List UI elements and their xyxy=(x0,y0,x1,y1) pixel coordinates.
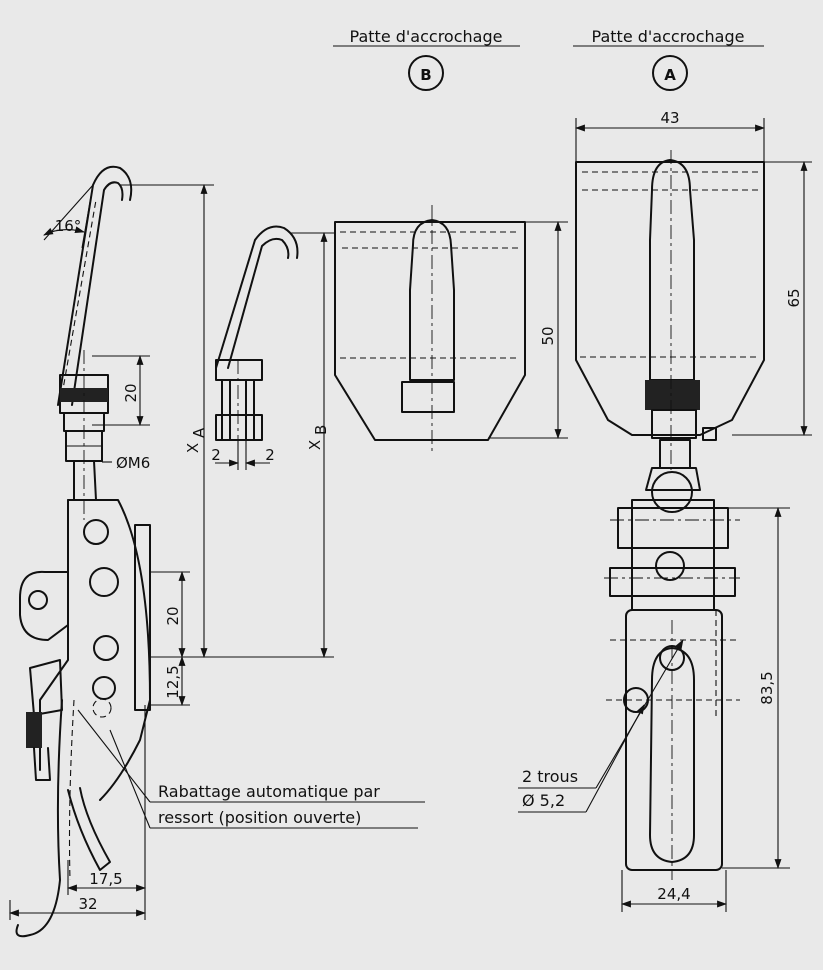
holes-note-line2: Ø 5,2 xyxy=(522,791,565,810)
header-b: Patte d'accrochage B xyxy=(333,27,520,91)
xb-label: X xyxy=(306,440,324,450)
side-hole-3 xyxy=(93,635,119,661)
front-lower-body xyxy=(625,609,723,871)
plate-b: 50 xyxy=(334,205,568,455)
dim-20-top: 20 xyxy=(122,383,140,402)
hook-b-outer xyxy=(215,225,299,369)
front-view-a: 83,5 24,4 2 trous Ø 5,2 xyxy=(518,439,790,912)
side-hole-4 xyxy=(92,676,116,700)
front-hole-upper xyxy=(655,551,685,581)
plate-a: 43 65 xyxy=(575,109,812,470)
spring-note-line1: Rabattage automatique par xyxy=(158,782,380,801)
header-a-circle xyxy=(652,55,688,91)
dim-83-5: 83,5 xyxy=(758,671,776,704)
header-b-circle xyxy=(408,55,444,91)
front-upper-block xyxy=(631,499,715,611)
hook-b-detail: 2 2 X B xyxy=(211,225,336,658)
gap-left-label: 2 xyxy=(211,446,221,464)
angle-label: 16° xyxy=(55,217,82,235)
header-a-title: Patte d'accrochage xyxy=(592,27,745,46)
dim-50: 50 xyxy=(539,326,557,345)
side-hole-1 xyxy=(83,519,109,545)
plate-a-knurl xyxy=(645,380,700,410)
spring-note-line2: ressort (position ouverte) xyxy=(158,808,361,827)
header-b-title: Patte d'accrochage xyxy=(350,27,503,46)
holes-note-line1: 2 trous xyxy=(522,767,578,786)
side-view: 16° 20 ØM6 xyxy=(9,165,425,938)
xa-label: X xyxy=(184,443,202,453)
side-hole-2 xyxy=(89,567,119,597)
dim-43: 43 xyxy=(660,109,679,127)
dim-20-mid: 20 xyxy=(164,606,182,625)
dim-24-4: 24,4 xyxy=(657,885,690,903)
dim-65: 65 xyxy=(785,288,803,307)
xa-sub: A xyxy=(190,427,208,438)
plate-a-outline xyxy=(575,161,765,436)
header-a: Patte d'accrochage A xyxy=(573,27,764,91)
dim-12-5: 12,5 xyxy=(164,665,182,698)
side-lever xyxy=(19,570,69,641)
thread-label: ØM6 xyxy=(116,454,150,472)
header-b-letter: B xyxy=(420,66,431,84)
plate-b-block xyxy=(401,381,455,413)
dim-17-5: 17,5 xyxy=(89,870,122,888)
plate-b-outline xyxy=(334,221,526,441)
gap-right-label: 2 xyxy=(265,446,275,464)
side-body xyxy=(67,499,151,801)
side-hook-outer xyxy=(57,165,133,406)
side-handle xyxy=(15,699,63,938)
header-a-letter: A xyxy=(664,66,676,84)
dim-32: 32 xyxy=(78,895,97,913)
xb-sub: B xyxy=(312,425,330,435)
side-hook-inner xyxy=(71,181,124,406)
